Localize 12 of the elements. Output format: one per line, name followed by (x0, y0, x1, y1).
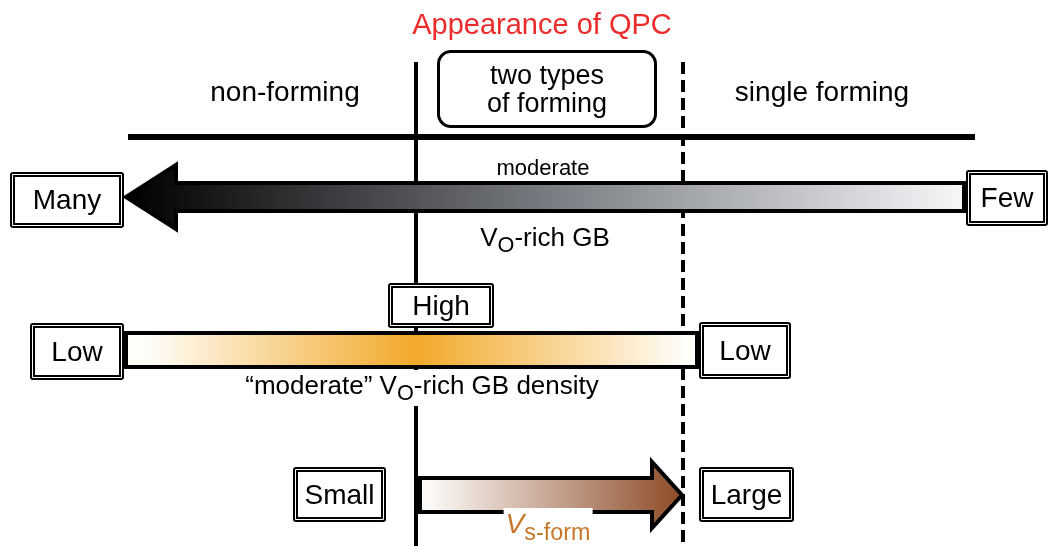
value-box: Few (966, 170, 1048, 226)
value-box: Large (699, 467, 794, 522)
value-box: Many (10, 172, 124, 228)
phase-box: two types of forming (437, 50, 657, 128)
gradient-arrow (122, 161, 966, 233)
value-box: Low (699, 322, 791, 379)
gradient-arrow (418, 456, 685, 534)
value-box: Low (30, 323, 124, 380)
gradient-bar (124, 331, 699, 369)
quantity-label: “moderate” V$_{O}$-rich GB density (243, 370, 601, 407)
value-box: High (388, 283, 494, 328)
value-box: Small (293, 467, 386, 522)
